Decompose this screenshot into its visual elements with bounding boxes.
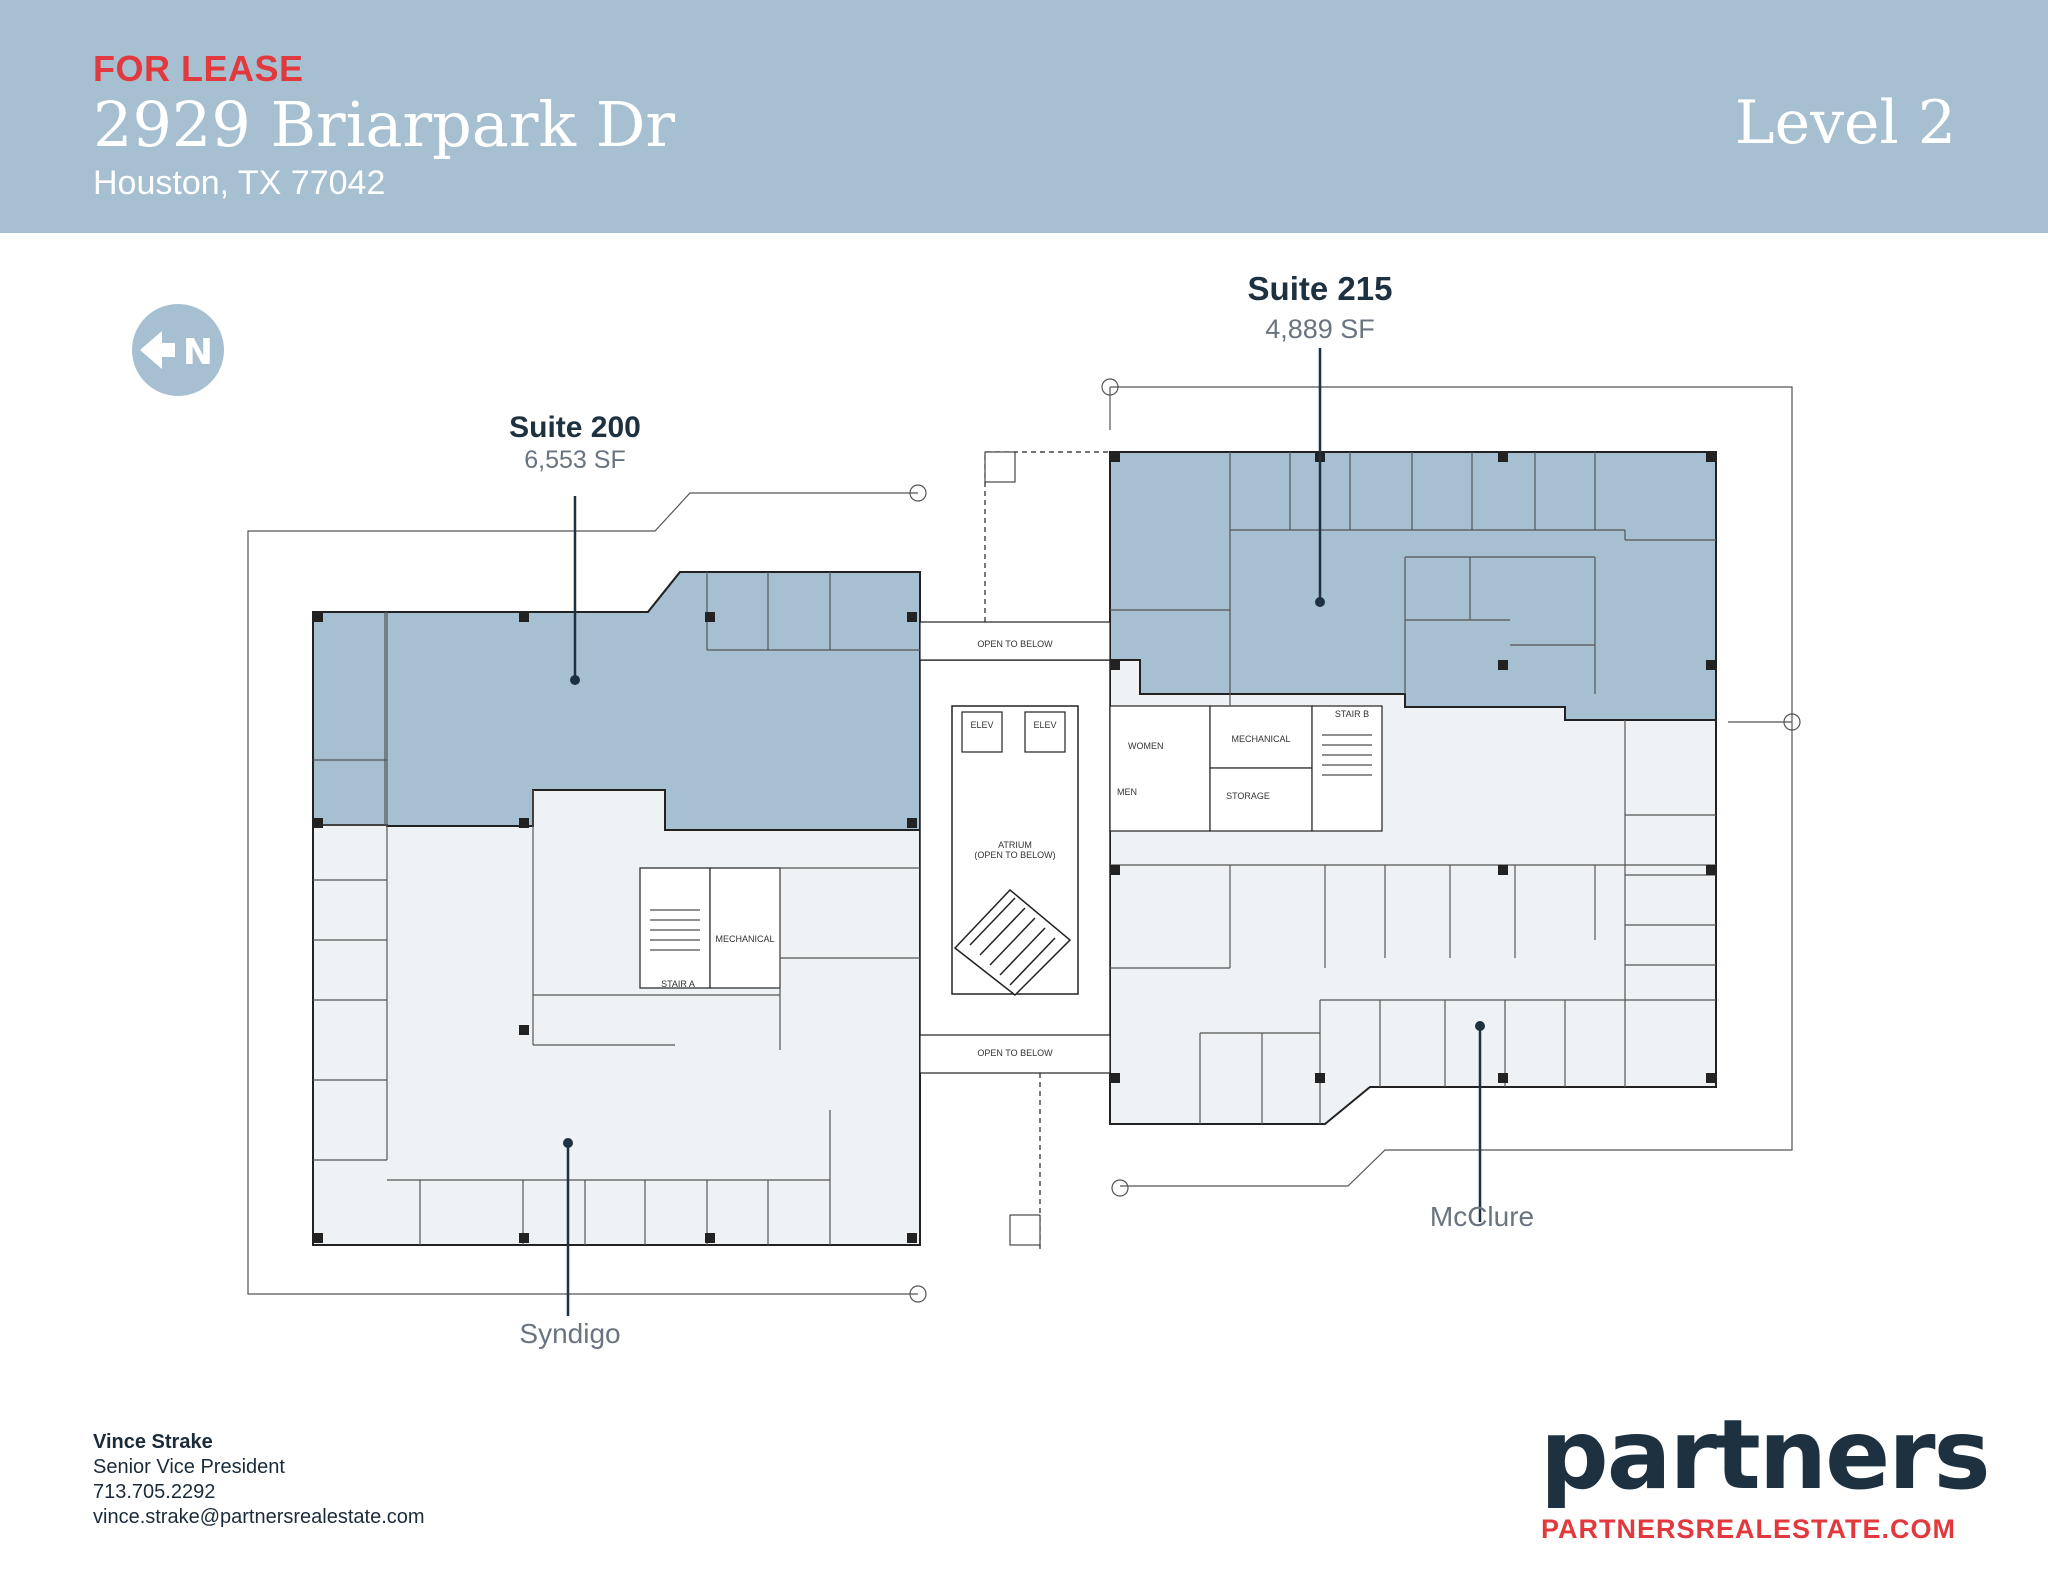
atrium-label: ATRIUM [998, 840, 1032, 850]
elevator-2-label: ELEV [1033, 720, 1056, 730]
atrium-sub-label: (OPEN TO BELOW) [974, 850, 1055, 860]
website-link[interactable]: PARTNERSREALESTATE.COM [1541, 1514, 1957, 1544]
stair-a [639, 867, 711, 989]
contact-block: Vince Strake Senior Vice President 713.7… [93, 1430, 425, 1530]
suite-200-area-label: 6,553 SF [524, 446, 625, 474]
men-label: MEN [1117, 787, 1137, 797]
contact-phone[interactable]: 713.705.2292 [93, 1481, 216, 1503]
restrooms [1109, 705, 1211, 832]
mechanical-right [1209, 705, 1313, 769]
women-label: WOMEN [1128, 741, 1164, 751]
north-arrow-icon: N [132, 304, 224, 396]
tenant-mcclure-label: McClure [1430, 1201, 1534, 1232]
property-address: 2929 Briarpark Dr [93, 88, 676, 161]
stair-b [1311, 705, 1383, 832]
header-banner: FOR LEASE 2929 Briarpark Dr Houston, TX … [0, 0, 2048, 233]
floor-level: Level 2 [1734, 88, 1956, 158]
floor-plan: N [132, 270, 1801, 1349]
suite-200-name: Suite 200 [509, 411, 641, 444]
mechanical-right-label: MECHANICAL [1231, 734, 1290, 744]
storage-label: STORAGE [1226, 791, 1270, 801]
property-lines [247, 378, 1801, 1303]
mechanical-left-label: MECHANICAL [715, 934, 774, 944]
structural-columns [313, 452, 1716, 1243]
tenant-syndigo-label: Syndigo [519, 1318, 620, 1349]
open-to-below-top-label: OPEN TO BELOW [977, 639, 1053, 649]
compass-letter: N [183, 332, 213, 373]
contact-email[interactable]: vince.strake@partnersrealestate.com [93, 1506, 425, 1528]
stair-b-label: STAIR B [1335, 709, 1369, 719]
partners-logo: partners [1540, 1399, 1991, 1511]
left-partitions [313, 572, 920, 1245]
atrium-stair [953, 888, 1072, 997]
callout-lines [566, 348, 1482, 1316]
open-to-below-bottom [919, 1034, 1111, 1074]
callout-dots [563, 597, 1485, 1148]
property-city: Houston, TX 77042 [93, 164, 386, 202]
elevator-1-label: ELEV [970, 720, 993, 730]
contact-title: Senior Vice President [93, 1456, 285, 1478]
storage-room [1209, 767, 1313, 832]
open-to-below-bottom-label: OPEN TO BELOW [977, 1048, 1053, 1058]
suite-215-name: Suite 215 [1248, 270, 1393, 307]
for-lease-label: FOR LEASE [93, 48, 304, 89]
suite-215-area[interactable] [1109, 451, 1717, 721]
open-to-below-top [919, 621, 1111, 661]
stair-a-label: STAIR A [661, 979, 695, 989]
mechanical-left [709, 867, 781, 989]
right-partitions [1110, 452, 1716, 1124]
suite-215-area-label: 4,889 SF [1265, 314, 1375, 344]
contact-name: Vince Strake [93, 1431, 213, 1453]
